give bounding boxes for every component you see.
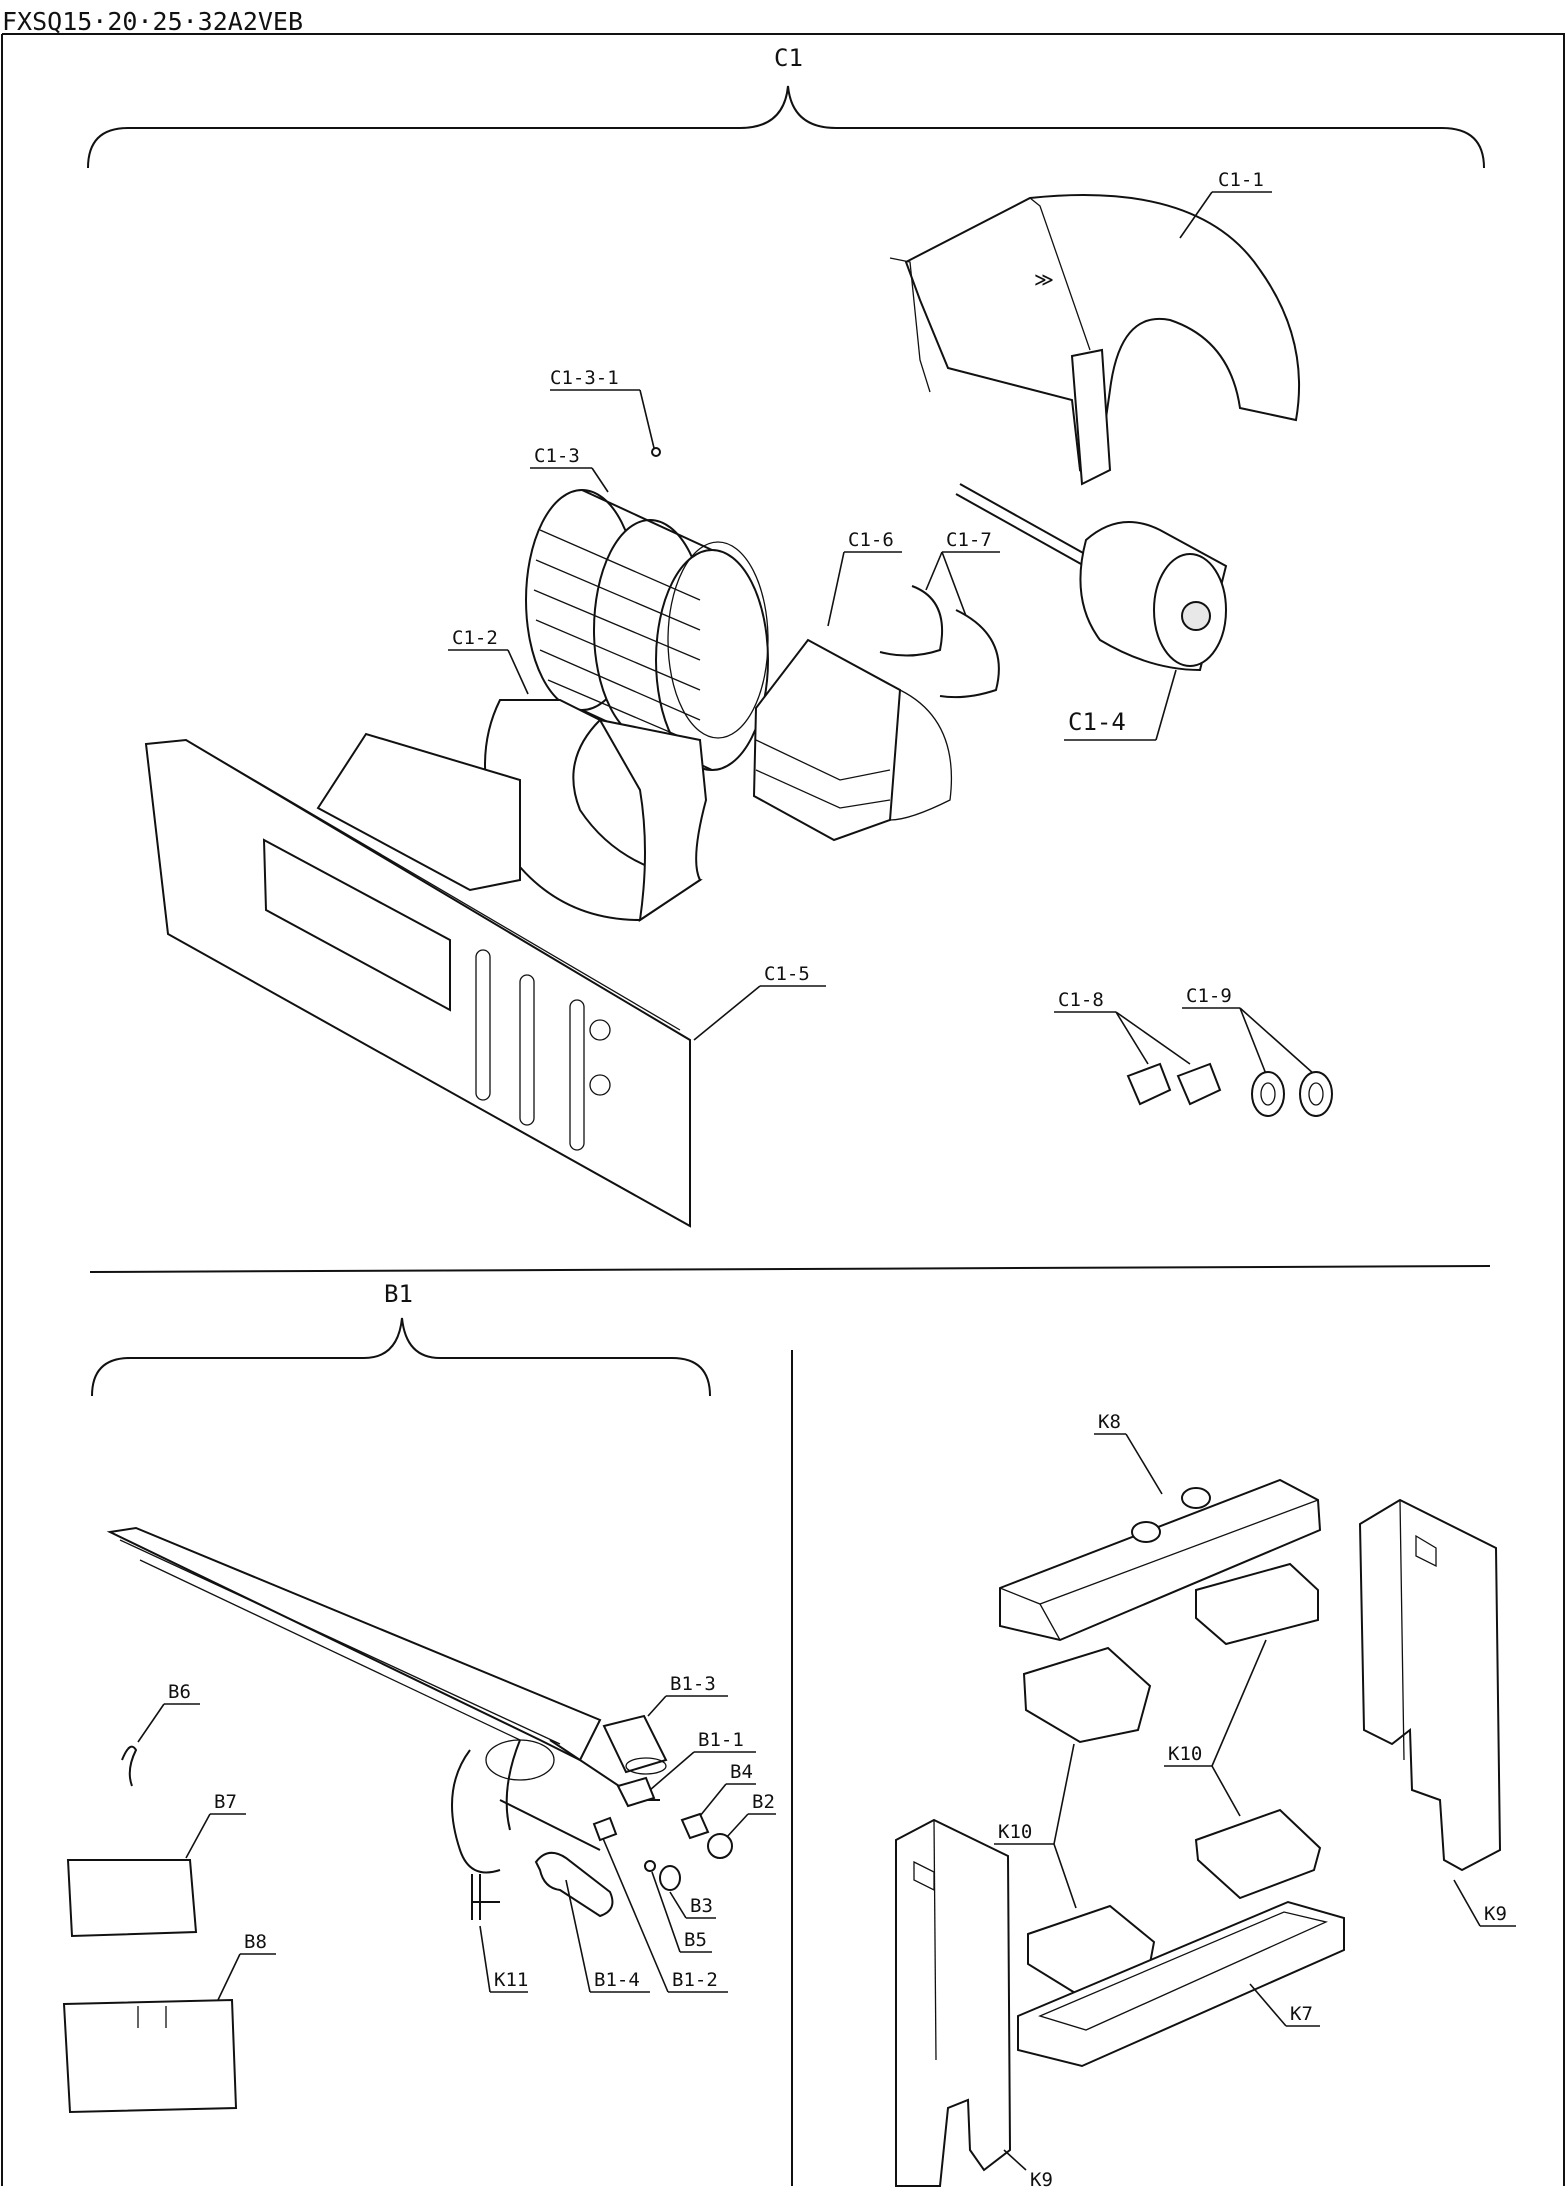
part-b3-nut [659,1865,681,1891]
group-label-b1: B1 [384,1280,413,1308]
label-c1-5: C1-5 [764,963,810,985]
label-k9-top: K9 [1484,1903,1507,1925]
label-b6: B6 [168,1681,191,1703]
label-b7: B7 [214,1791,237,1813]
part-b1-3-sleeve [602,1714,668,1775]
label-c1-3-1: C1-3-1 [550,367,619,389]
label-b5: B5 [684,1929,707,1951]
part-b2-flare-nut [707,1833,733,1859]
label-k11: K11 [494,1969,528,1991]
label-b1-3: B1-3 [670,1673,716,1695]
part-k8-cover [999,1478,1322,1642]
part-c1-4-motor [955,483,1228,672]
part-k11-pin [471,1874,500,1920]
label-c1-8: C1-8 [1058,989,1104,1011]
part-k7-tray [1017,1900,1345,2068]
group-label-c1: C1 [774,44,803,72]
part-c1-3-fan-wheel [525,489,769,771]
part-c1-9-bushings [1251,1071,1333,1117]
label-c1-7: C1-7 [946,529,992,551]
label-k9-bottom: K9 [1030,2169,1053,2188]
housing-mark: ≫ [1034,269,1054,291]
part-k10-bracket-upper-right [1195,1562,1319,1646]
label-b4: B4 [730,1761,753,1783]
part-b1-1-nut [616,1776,656,1808]
part-c1-5-panel [144,738,691,1228]
label-k10-upper: K10 [1168,1743,1202,1765]
label-b8: B8 [244,1931,267,1953]
label-k8: K8 [1098,1411,1121,1433]
part-c1-1-housing: ≫ [889,194,1301,486]
part-b1-2-nut [592,1816,618,1842]
label-k7: K7 [1290,2003,1313,2025]
label-b3: B3 [690,1895,713,1917]
label-c1-2: C1-2 [452,627,498,649]
label-b1-1: B1-1 [698,1729,744,1751]
label-c1-9: C1-9 [1186,985,1232,1007]
label-k10-lower: K10 [998,1821,1032,1843]
part-k9-panel-right [1358,1498,1502,1872]
label-b1-2: B1-2 [672,1969,718,1991]
label-b1-4: B1-4 [594,1969,640,1991]
part-c1-8-clamps [1126,1062,1222,1106]
part-k10-bracket-lower-right [1194,1808,1322,1900]
section-divider [89,1265,1491,1273]
part-b8-insulation [62,1998,238,2114]
group-bracket-c1 [87,85,1485,169]
part-b1-4-hose [534,1851,614,1918]
part-k9-panel-left [895,1818,1012,2187]
label-c1-6: C1-6 [848,529,894,551]
model-title: FXSQ15·20·25·32A2VEB [2,7,303,36]
label-c1-3: C1-3 [534,445,580,467]
label-b2: B2 [752,1791,775,1813]
part-b7-insulation [66,1859,198,1938]
part-b1-heat-exchanger [106,1526,660,1874]
part-c1-2-casing [316,699,708,923]
outer-frame [2,33,1565,2186]
group-bracket-b1 [91,1317,711,1397]
part-c1-6-bracket [752,638,953,842]
part-c1-3-1-screw [651,447,661,457]
label-c1-4: C1-4 [1068,708,1126,736]
part-b4-cap [680,1812,710,1840]
part-b6-clip [121,1745,138,1787]
label-c1-1: C1-1 [1218,169,1264,191]
part-k10-bracket-upper-left [1022,1646,1152,1744]
part-c1-7-clips [879,585,1000,699]
part-b5-screw [644,1860,656,1872]
